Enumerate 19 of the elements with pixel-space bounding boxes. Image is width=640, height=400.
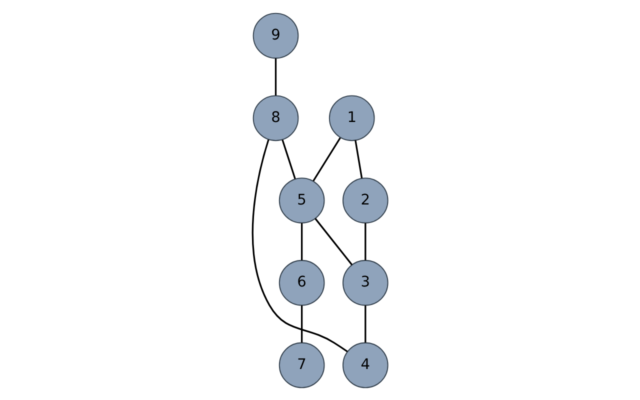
node-circle: 8: [252, 94, 299, 141]
node-circle: 4: [342, 342, 388, 388]
connector: [354, 140, 363, 178]
connector: [300, 222, 303, 260]
node-circle: 1: [328, 94, 375, 141]
node-circle: 2: [342, 177, 388, 223]
connector: [364, 304, 366, 342]
connector: [312, 136, 341, 181]
connector: [274, 58, 277, 96]
connector: [364, 222, 366, 260]
node-circle: 6: [278, 259, 325, 306]
node-circle: 5: [278, 177, 325, 223]
node-circle: 9: [252, 12, 299, 58]
node-circle: 7: [278, 342, 325, 388]
node-circle: 3: [342, 259, 388, 306]
connector: [314, 218, 353, 265]
connector: [300, 304, 303, 342]
connector: [282, 139, 296, 179]
connector: [252, 138, 348, 352]
